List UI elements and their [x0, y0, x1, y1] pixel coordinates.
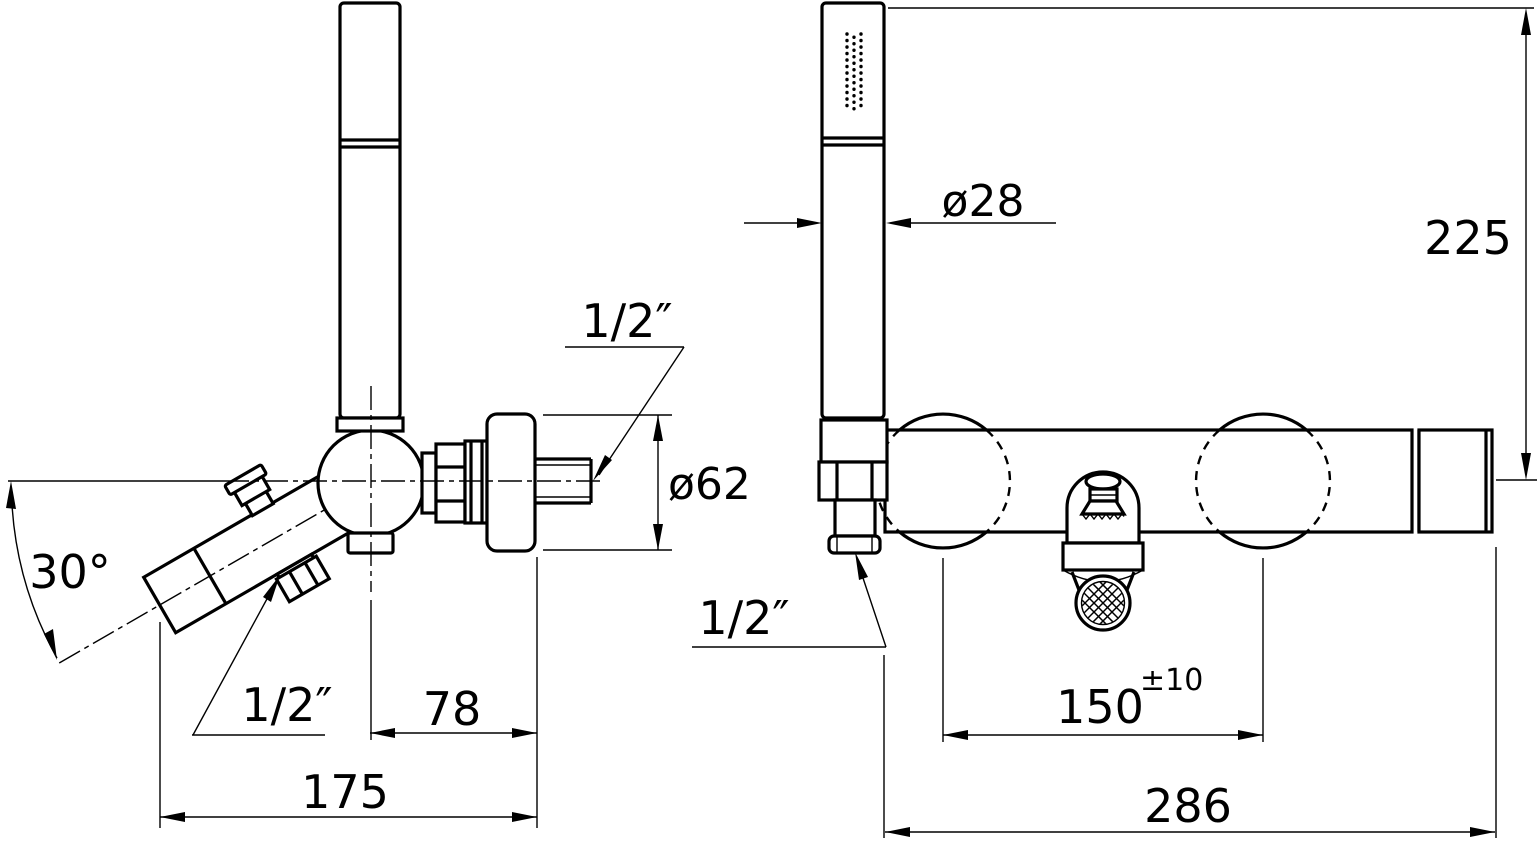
spout-aerator — [1074, 574, 1132, 632]
dimension-angle-30: 30° — [6, 481, 111, 660]
spray-face-dots — [845, 32, 863, 114]
front-view: ø28 225 1/2″ 15 — [692, 1, 1537, 838]
handle-socket-flange — [335, 416, 405, 433]
side-view: 30° 1/2″ ø62 1/2″ — [6, 1, 751, 828]
hex-nut — [434, 442, 467, 524]
hose-collar — [827, 534, 882, 555]
dimension-286: 286 — [883, 547, 1497, 838]
shower-holder-fitting — [817, 418, 889, 555]
callout-supply-thread: 1/2″ — [692, 552, 887, 648]
supply-thread-value: 1/2″ — [698, 591, 789, 645]
supply-hex-nut — [817, 460, 889, 502]
dim-150-tolerance: ±10 — [1140, 663, 1203, 698]
holder-cup — [819, 418, 889, 464]
dim-286-value: 286 — [1144, 779, 1232, 833]
hand-shower-front — [820, 1, 886, 420]
washer — [463, 439, 489, 525]
wall-escutcheon-left — [874, 412, 1012, 550]
callout-outlet-thread: 1/2″ — [192, 575, 333, 736]
supply-tube — [833, 498, 877, 538]
dimension-handshower-diameter: ø28 — [744, 176, 1056, 228]
dim-225-value: 225 — [1424, 211, 1512, 265]
side-view-centerlines — [8, 386, 602, 740]
dimension-150: 150 ±10 — [942, 558, 1264, 742]
hand-shower-side — [335, 1, 405, 433]
dim-150-value: 150 — [1056, 680, 1144, 734]
wall-connection — [420, 412, 593, 553]
flange-diameter-value: ø62 — [668, 459, 751, 510]
spout-centerline — [58, 486, 364, 664]
aerator-mesh — [1082, 582, 1124, 624]
outlet-thread-value: 1/2″ — [241, 678, 332, 732]
spout-hose-connection — [274, 552, 332, 604]
dim-78-value: 78 — [423, 682, 482, 736]
dimension-78: 78 — [370, 557, 538, 828]
dim-175-value: 175 — [301, 765, 389, 819]
diverter-knob — [1079, 472, 1127, 521]
dimension-flange-diameter: ø62 — [543, 414, 751, 551]
wall-thread-value: 1/2″ — [581, 294, 672, 348]
wall-escutcheon-right — [1194, 412, 1332, 550]
angle-value: 30° — [29, 545, 111, 599]
body-end-cap — [1417, 428, 1494, 534]
tub-spout — [1061, 470, 1145, 632]
dimension-175: 175 — [159, 622, 537, 828]
spout-top-cap — [223, 463, 276, 518]
neck — [420, 451, 438, 515]
callout-wall-thread: 1/2″ — [565, 294, 685, 481]
threaded-stub — [535, 457, 593, 505]
mixer-body — [883, 428, 1494, 534]
dimension-225: 225 — [888, 7, 1537, 481]
spout-assembly — [58, 463, 364, 664]
dim-o28-value: ø28 — [942, 176, 1025, 227]
wall-flange — [485, 412, 537, 553]
